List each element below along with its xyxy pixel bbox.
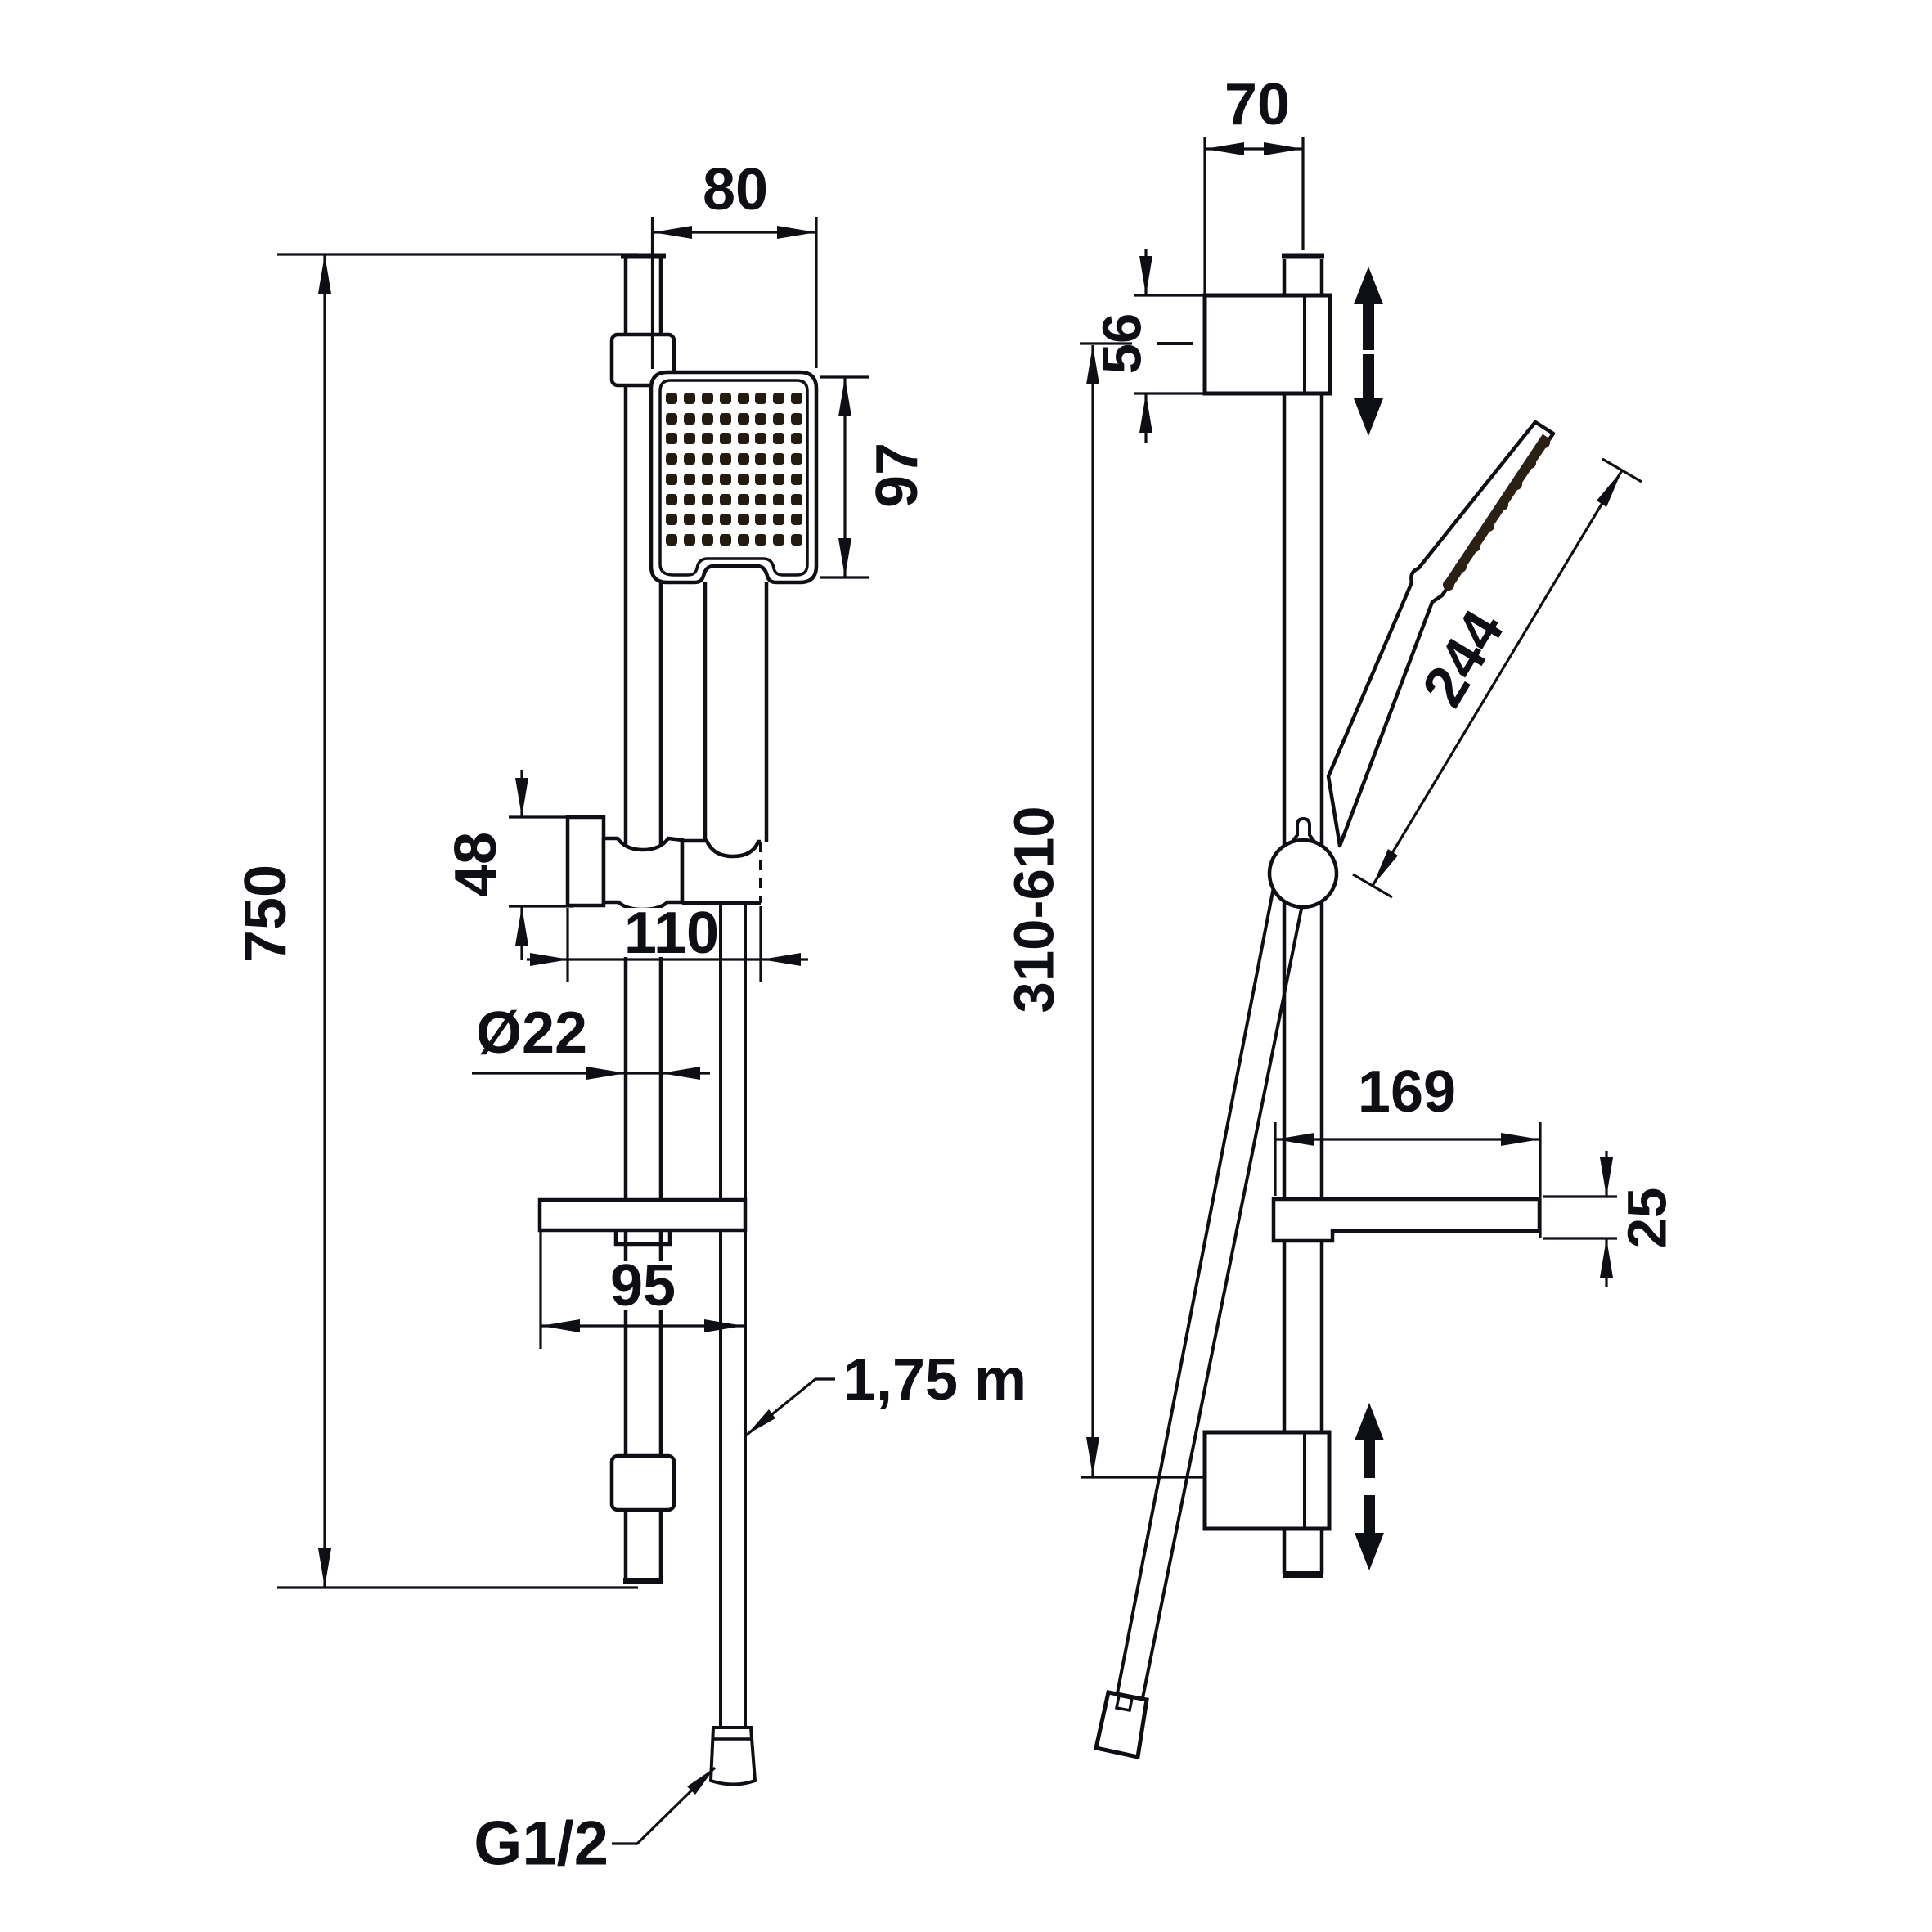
svg-text:56: 56 [1092,313,1153,375]
svg-text:95: 95 [610,1253,676,1319]
svg-text:97: 97 [865,443,930,508]
svg-text:25: 25 [1617,1188,1678,1249]
svg-text:Ø22: Ø22 [476,1000,587,1066]
svg-text:80: 80 [703,157,768,222]
svg-text:48: 48 [443,832,509,897]
svg-text:169: 169 [1358,1059,1456,1125]
svg-text:70: 70 [1224,72,1290,137]
svg-text:310-610: 310-610 [1003,806,1066,1013]
svg-text:110: 110 [624,901,719,966]
svg-text:750: 750 [233,865,299,963]
svg-text:G1/2: G1/2 [474,1809,609,1879]
svg-text:1,75 m: 1,75 m [843,1347,1027,1413]
